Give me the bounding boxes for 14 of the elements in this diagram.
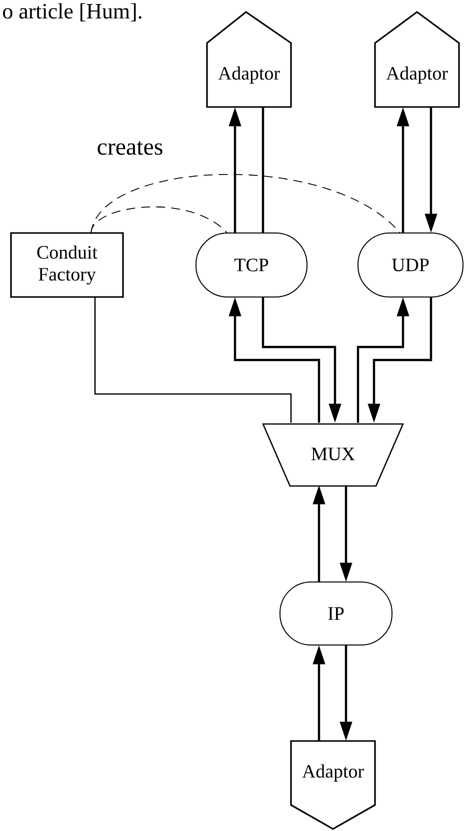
- protocol-node: TCP: [196, 232, 308, 298]
- protocol-node: IP: [280, 582, 392, 646]
- connector-line: [94, 297, 292, 423]
- adaptor-box: Adaptor: [206, 11, 292, 108]
- multiplexer-trapezoid: MUX: [262, 423, 404, 487]
- dashed-connector: [90, 174, 400, 234]
- dashed-connector: [90, 206, 228, 234]
- adaptor-box: Adaptor: [290, 740, 376, 830]
- edge-label: creates: [96, 140, 164, 156]
- process-box: Conduit Factory: [10, 232, 124, 298]
- protocol-node: UDP: [358, 232, 464, 298]
- adaptor-box: Adaptor: [374, 11, 460, 108]
- caption-text: o article [Hum].: [3, 3, 142, 22]
- connector-line: [262, 107, 264, 233]
